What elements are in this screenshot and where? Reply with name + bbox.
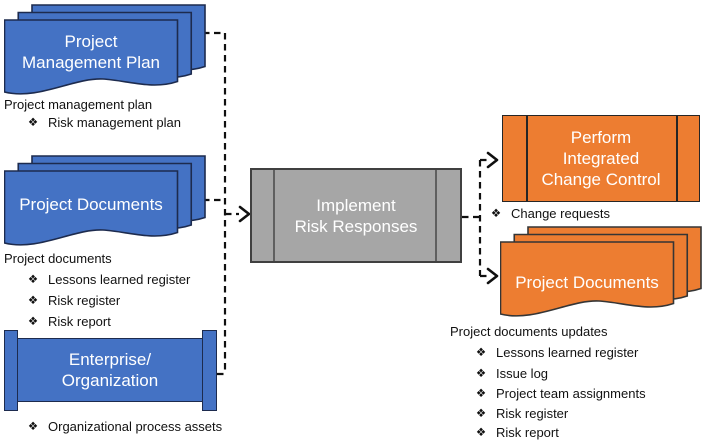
title-line: Implement xyxy=(316,195,396,215)
bullet-icon: ❖ xyxy=(475,386,487,400)
list-item: ❖ Lessons learned register xyxy=(26,272,191,287)
list-item-label: Change requests xyxy=(511,206,611,221)
bullet-icon: ❖ xyxy=(27,272,39,286)
list-item-label: Risk register xyxy=(496,406,569,421)
title-line: Enterprise/ xyxy=(68,350,152,369)
project-documents-output-stack xyxy=(500,226,702,317)
project-management-plan-stack xyxy=(4,4,206,95)
title-line: Project Documents xyxy=(19,195,163,214)
bullet-icon: ❖ xyxy=(27,314,39,328)
title-line: Project xyxy=(64,32,118,51)
implement-risk-responses-process: Implement Risk Responses xyxy=(250,168,462,263)
bullet-icon: ❖ xyxy=(475,366,487,380)
perform-integrated-change-control-process: Perform Integrated Change Control xyxy=(502,115,700,202)
list-item: ❖ Organizational process assets xyxy=(26,419,222,434)
enterprise-right-bar xyxy=(202,330,217,411)
project-documents-input-title: Project Documents xyxy=(4,194,178,215)
list-item: ❖ Risk register xyxy=(474,406,568,421)
bullet-icon: ❖ xyxy=(475,345,487,359)
document-shape xyxy=(4,19,179,95)
title-line: Risk Responses xyxy=(294,216,418,236)
bullet-icon: ❖ xyxy=(490,206,502,220)
bullet-icon: ❖ xyxy=(475,425,487,439)
project-documents-input-stack xyxy=(4,155,206,246)
arrowhead-icon xyxy=(486,267,499,285)
list-item-label: Lessons learned register xyxy=(48,272,191,287)
list-item-label: Issue log xyxy=(496,366,549,381)
list-item-label: Organizational process assets xyxy=(48,419,223,434)
implement-risk-responses-title: Implement Risk Responses xyxy=(295,195,418,237)
bullet-icon: ❖ xyxy=(475,406,487,420)
project-documents-caption: Project documents xyxy=(4,251,112,266)
bullet-icon: ❖ xyxy=(27,293,39,307)
project-documents-output-title: Project Documents xyxy=(500,272,674,293)
list-item-label: Risk management plan xyxy=(48,115,181,130)
bullet-icon: ❖ xyxy=(27,419,39,433)
pmp-caption: Project management plan xyxy=(4,97,153,112)
title-line: Perform xyxy=(570,128,632,147)
list-item-label: Lessons learned register xyxy=(496,345,639,360)
list-item: ❖ Risk report xyxy=(474,425,559,440)
list-item: ❖ Project team assignments xyxy=(474,386,646,401)
bullet-icon: ❖ xyxy=(27,115,39,129)
list-item: ❖ Issue log xyxy=(474,366,548,381)
dashed-connector-lines xyxy=(203,31,487,376)
process-left-divider xyxy=(526,116,528,201)
document-shape xyxy=(500,241,675,317)
arrowhead-icon xyxy=(486,151,499,169)
list-item: ❖ Risk report xyxy=(26,314,111,329)
enterprise-organization-shape: Enterprise/ Organization xyxy=(17,338,203,402)
list-item: ❖ Change requests xyxy=(489,206,610,221)
arrowhead-icon xyxy=(238,205,251,223)
list-item: ❖ Lessons learned register xyxy=(474,345,639,360)
list-item: ❖ Risk register xyxy=(26,293,120,308)
title-line: Project Documents xyxy=(515,273,659,292)
enterprise-left-bar xyxy=(4,330,18,411)
title-line: Integrated xyxy=(562,149,640,168)
perform-integrated-change-control-title: Perform Integrated Change Control xyxy=(541,127,660,190)
list-item-label: Project team assignments xyxy=(496,386,646,401)
process-left-divider xyxy=(273,170,275,261)
document-shape xyxy=(4,170,179,246)
enterprise-organization-title: Enterprise/ Organization xyxy=(62,349,158,391)
list-item: ❖ Risk management plan xyxy=(26,115,181,130)
list-item-label: Risk report xyxy=(496,425,559,440)
title-line: Management Plan xyxy=(22,53,160,72)
process-right-divider xyxy=(676,116,678,201)
project-documents-updates-caption: Project documents updates xyxy=(450,324,608,339)
project-management-plan-title: Project Management Plan xyxy=(4,31,178,73)
list-item-label: Risk register xyxy=(48,293,121,308)
list-item-label: Risk report xyxy=(48,314,111,329)
title-line: Change Control xyxy=(541,170,661,189)
process-right-divider xyxy=(435,170,437,261)
title-line: Organization xyxy=(61,371,159,390)
